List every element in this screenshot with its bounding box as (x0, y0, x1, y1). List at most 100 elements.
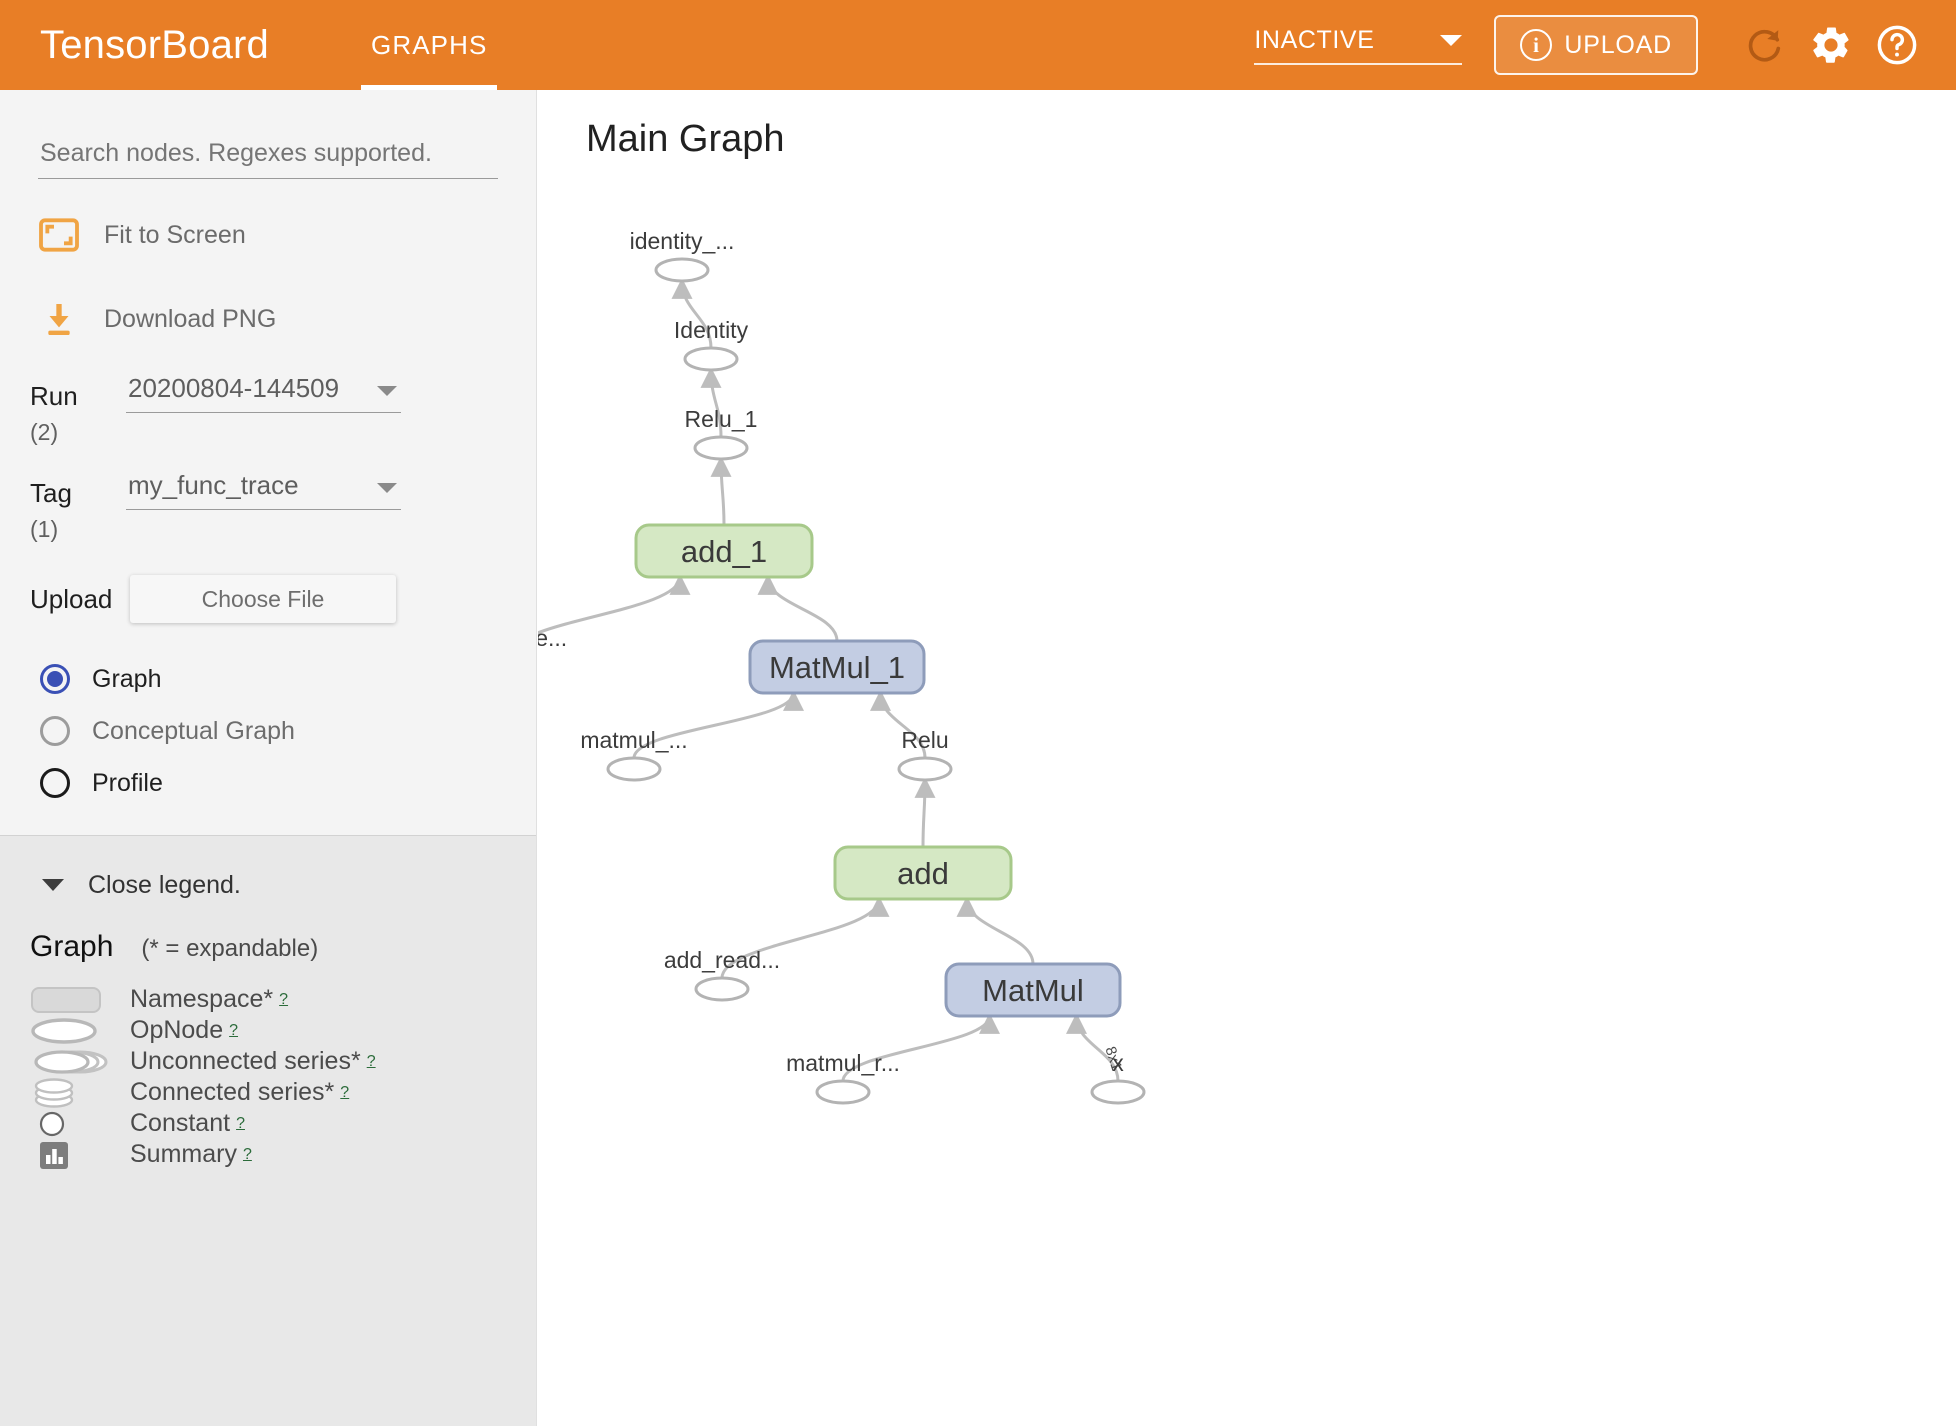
opnode-icon (30, 1016, 118, 1046)
graph-node-Relu[interactable]: Relu (897, 727, 953, 782)
close-legend-button[interactable]: Close legend. (42, 864, 536, 906)
run-value: 20200804-144509 (128, 373, 340, 403)
graph-node-label: identity_... (630, 228, 735, 254)
sidebar: Fit to Screen Download PNG Run (2) 20200… (0, 90, 537, 1426)
tab-graphs[interactable]: GRAPHS (361, 0, 498, 90)
graph-node-label: matmul_... (580, 727, 687, 753)
graph-node-label: add (897, 856, 949, 891)
search-field-wrap (38, 138, 498, 179)
graph-node-label: MatMul_1 (769, 650, 905, 685)
legend-item-opnode: OpNode ? (30, 1015, 536, 1046)
run-state-dropdown[interactable]: INACTIVE (1254, 25, 1463, 65)
help-link[interactable]: ? (236, 1114, 245, 1132)
graph-node-label: Identity (674, 317, 749, 343)
summary-icon (30, 1139, 118, 1171)
legend-title: Graph (30, 930, 114, 963)
tag-label-block: Tag (1) (30, 470, 126, 541)
graph-edge (841, 1012, 1000, 1082)
fit-to-screen-button[interactable]: Fit to Screen (28, 207, 536, 263)
graph-edge (720, 895, 890, 979)
graph-node-label: add_1 (681, 534, 767, 569)
graph-node-matmul_read[interactable]: matmul_... (580, 727, 688, 782)
choose-file-button[interactable]: Choose File (130, 575, 396, 623)
graph-node-matmul_r[interactable]: matmul_r... (786, 1050, 900, 1105)
tag-label: Tag (30, 478, 72, 508)
graph-node-Relu_1[interactable]: Relu_1 (685, 406, 758, 461)
graph-edge (700, 366, 723, 438)
graph-node-Identity[interactable]: Identity (674, 317, 749, 372)
graph-node-label: matmul_r... (786, 1050, 900, 1076)
namespace-icon (30, 985, 118, 1015)
legend-item-connected-series: Connected series* ? (30, 1077, 536, 1108)
radio-icon-profile (40, 768, 70, 798)
app-brand: TensorBoard (40, 22, 269, 67)
legend-label-connected-series: Connected series* (130, 1078, 335, 1106)
legend-item-namespace: Namespace* ? (30, 984, 536, 1015)
opnode-shape (693, 435, 749, 461)
graph-node-MatMul_1[interactable]: MatMul_1 (748, 639, 926, 695)
graph-edge (1066, 1012, 1120, 1082)
header-right-controls: INACTIVE i UPLOAD (1254, 0, 1926, 90)
settings-icon[interactable] (1802, 16, 1860, 74)
tag-dropdown[interactable]: my_func_trace (126, 470, 401, 510)
app-header: TensorBoard GRAPHS INACTIVE i UPLOAD (0, 0, 1956, 90)
opnode-shape (1090, 1079, 1146, 1105)
help-link[interactable]: ? (340, 1083, 350, 1101)
refresh-icon[interactable] (1736, 16, 1794, 74)
namespace-shape (634, 523, 814, 579)
legend-label-unconnected-series: Unconnected series* (130, 1047, 361, 1075)
help-link[interactable]: ? (229, 1021, 239, 1039)
radio-icon-conceptual-graph (40, 716, 70, 746)
graph-edge (538, 573, 691, 635)
run-label-block: Run (2) (30, 373, 126, 444)
upload-label: Upload (30, 583, 113, 614)
graph-node-add_1_read[interactable]: add_1_re... (538, 625, 567, 678)
legend-label-summary: Summary (130, 1140, 237, 1168)
graph-node-MatMul[interactable]: MatMul (944, 962, 1122, 1018)
search-input[interactable] (38, 138, 498, 179)
graph-node-add_1[interactable]: add_1 (634, 523, 814, 579)
opnode-shape (683, 346, 739, 372)
radio-option-graph[interactable]: Graph (40, 653, 536, 705)
radio-option-conceptual-graph[interactable]: Conceptual Graph (40, 705, 536, 757)
upload-button[interactable]: i UPLOAD (1494, 15, 1698, 75)
help-link[interactable]: ? (242, 1145, 252, 1163)
opnode-shape (897, 756, 953, 782)
radio-option-profile[interactable]: Profile (40, 757, 536, 809)
chevron-down-icon (42, 879, 64, 891)
graph-node-add[interactable]: add (833, 845, 1013, 901)
graph-node-x[interactable]: x (1090, 1050, 1146, 1105)
chevron-down-icon (1440, 34, 1463, 46)
download-png-button[interactable]: Download PNG (28, 291, 536, 347)
graph-edge (956, 895, 1035, 965)
run-dropdown[interactable]: 20200804-144509 (126, 373, 401, 413)
graph-edge (710, 455, 732, 526)
help-link[interactable]: ? (279, 990, 289, 1008)
help-icon[interactable] (1868, 16, 1926, 74)
graph-node-add_read[interactable]: add_read... (664, 947, 780, 1002)
unconnected-series-icon (30, 1047, 118, 1077)
close-legend-label: Close legend. (88, 870, 241, 899)
graph-edge (870, 689, 927, 759)
run-field: Run (2) 20200804-144509 (30, 373, 536, 444)
help-link[interactable]: ? (366, 1052, 376, 1070)
upload-field: Upload Choose File (30, 575, 536, 623)
legend-note: (* = expandable) (141, 935, 319, 962)
edge-label: 8x1 (1101, 1044, 1125, 1072)
opnode-shape (815, 1079, 871, 1105)
radio-icon-graph (40, 664, 70, 694)
upload-button-label: UPLOAD (1564, 30, 1672, 59)
radio-label-profile: Profile (92, 768, 163, 797)
tag-value: my_func_trace (128, 470, 299, 500)
graph-node-identity_1[interactable]: identity_... (630, 228, 735, 283)
graph-edge (757, 573, 839, 642)
namespace-shape (748, 639, 926, 695)
download-icon (28, 299, 90, 339)
fit-to-screen-icon (28, 218, 90, 252)
graph-edge (671, 277, 713, 349)
run-state-value: INACTIVE (1254, 25, 1375, 54)
namespace-shape (833, 845, 1013, 901)
